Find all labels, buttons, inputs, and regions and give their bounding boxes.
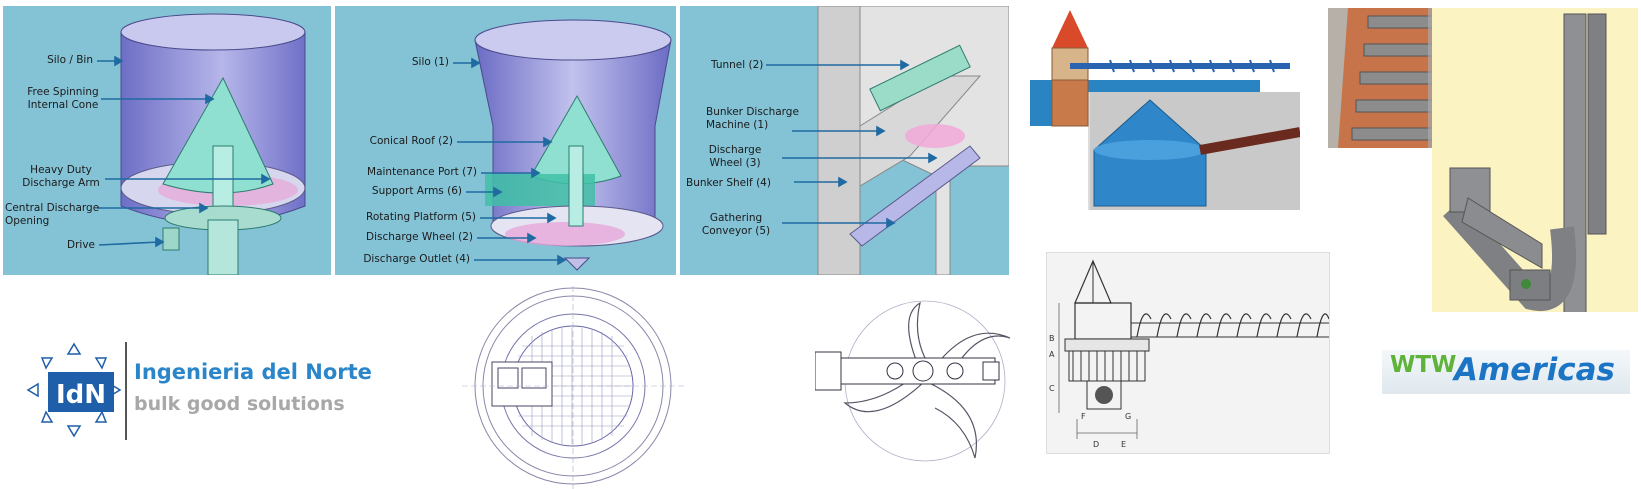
label-gathering: Gathering bbox=[709, 212, 763, 224]
silo-illustration-1 bbox=[97, 13, 306, 275]
label-opening: Opening bbox=[5, 215, 50, 227]
idn-logo-mark: IdN bbox=[26, 342, 122, 438]
label-wheel: Wheel (3) bbox=[709, 157, 761, 169]
label-bunker-discharge: Bunker Discharge bbox=[706, 106, 799, 118]
dim-b: B bbox=[1049, 334, 1055, 343]
silo-illustration-2 bbox=[453, 19, 672, 271]
idn-subtitle: bulk good solutions bbox=[134, 393, 345, 415]
dim-c: C bbox=[1049, 384, 1055, 393]
label-machine: Machine (1) bbox=[706, 119, 769, 131]
elevation-lines: A B C D E F G bbox=[1049, 259, 1329, 449]
idn-mark-text: IdN bbox=[56, 380, 106, 410]
label-central-discharge: Central Discharge bbox=[5, 202, 100, 214]
silo-screw-elevation-drawing: A B C D E F G bbox=[1046, 252, 1330, 454]
silo-diagram-panel-1: Silo / Bin Free Spinning Internal Cone H… bbox=[3, 6, 331, 275]
label-silo: Silo (1) bbox=[411, 56, 449, 68]
label-free-spinning: Free Spinning bbox=[27, 86, 99, 98]
label-discharge-outlet: Discharge Outlet (4) bbox=[363, 253, 470, 265]
label-discharge-wheel: Discharge Wheel (2) bbox=[365, 231, 473, 243]
label-silo-bin: Silo / Bin bbox=[47, 54, 93, 66]
label-support-arms: Support Arms (6) bbox=[371, 185, 462, 197]
silo-screw-render bbox=[1030, 10, 1300, 210]
dim-f: F bbox=[1081, 412, 1086, 421]
label-drive: Drive bbox=[67, 239, 95, 251]
circular-plan-lines bbox=[462, 286, 684, 489]
label-conveyor: Conveyor (5) bbox=[701, 225, 771, 237]
label-discharge: Discharge bbox=[708, 144, 762, 156]
idn-logo: IdN Ingenieria del Norte bulk good solut… bbox=[22, 340, 382, 440]
dim-d: D bbox=[1093, 440, 1099, 449]
dim-a: A bbox=[1049, 350, 1055, 359]
silo-photo-collage bbox=[1030, 10, 1300, 210]
discharge-wheel-lines bbox=[815, 300, 1011, 462]
label-conical-roof: Conical Roof (2) bbox=[369, 135, 453, 147]
label-internal-cone: Internal Cone bbox=[27, 99, 99, 111]
wtw-americas-logo: WTW Americas bbox=[1382, 350, 1630, 394]
wtw-logo-part1: WTW bbox=[1390, 352, 1457, 378]
bunker-illustration bbox=[766, 6, 1009, 275]
wtw-logo-part2: Americas bbox=[1454, 352, 1615, 388]
label-tunnel: Tunnel (2) bbox=[711, 59, 764, 71]
elevator-render bbox=[1432, 8, 1638, 312]
label-maintenance-port: Maintenance Port (7) bbox=[367, 166, 477, 178]
label-rotating-platform: Rotating Platform (5) bbox=[366, 211, 476, 223]
silo-diagram-panel-2: Silo (1) Conical Roof (2) Maintenance Po… bbox=[335, 6, 676, 275]
idn-title: Ingenieria del Norte bbox=[134, 360, 372, 384]
dim-g: G bbox=[1125, 412, 1131, 421]
label-discharge-arm: Discharge Arm bbox=[22, 177, 100, 189]
bunker-diagram-panel-3: Tunnel (2) Bunker Discharge Machine (1) … bbox=[680, 6, 1009, 275]
label-heavy-duty: Heavy Duty bbox=[30, 164, 92, 176]
bucket-elevator-render bbox=[1443, 13, 1607, 312]
label-bunker-shelf: Bunker Shelf (4) bbox=[686, 177, 771, 189]
discharge-wheel-drawing bbox=[815, 298, 1020, 464]
dim-e: E bbox=[1121, 440, 1126, 449]
idn-divider bbox=[125, 342, 127, 440]
circular-plan-drawing bbox=[462, 286, 684, 489]
